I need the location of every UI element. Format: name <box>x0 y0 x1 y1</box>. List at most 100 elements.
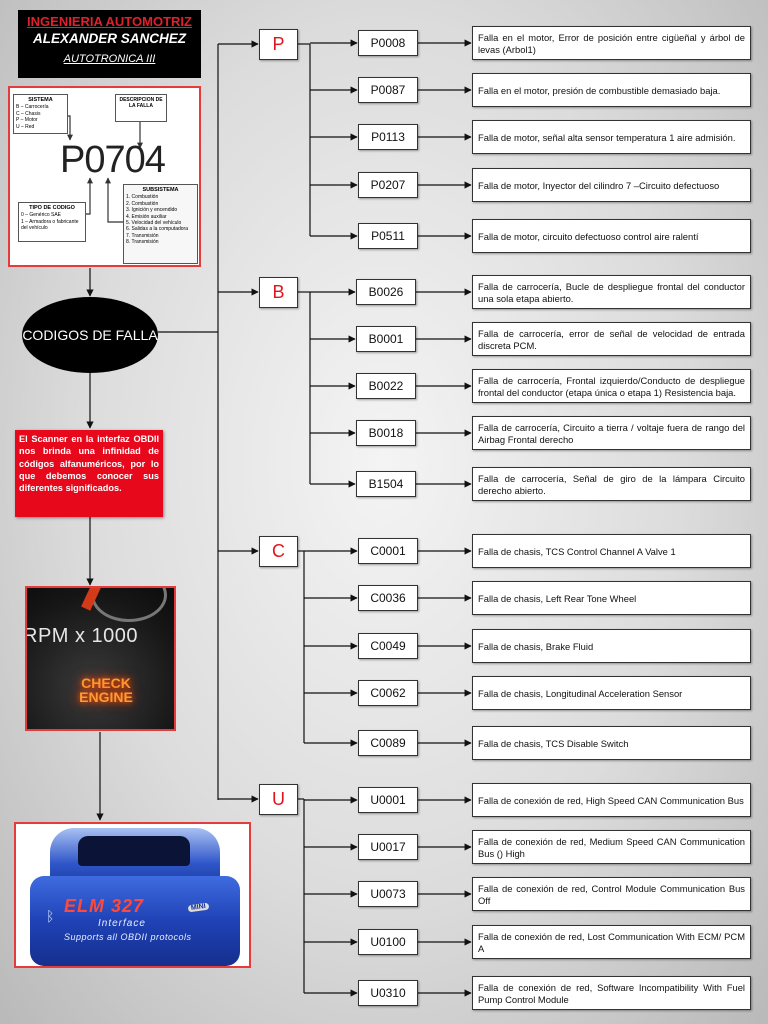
subsistema-item: 4. Emisión auxiliar <box>126 213 167 220</box>
fault-description: Falla de carrocería, error de señal de v… <box>472 322 751 356</box>
fault-description: Falla de chasis, Longitudinal Accelerati… <box>472 676 751 710</box>
category-u: U <box>259 784 298 815</box>
subsistema-item: 8. Transmisión <box>126 239 159 246</box>
tipo-box: TIPO DE CODIGO 0 – Genérico SAE 1 – Arma… <box>18 202 86 242</box>
fault-description-text: Falla de motor, circuito defectuoso cont… <box>478 230 699 242</box>
fault-code-c0036: C0036 <box>358 585 418 611</box>
sistema-item: U – Red <box>16 123 35 130</box>
check-engine-light: CHECK ENGINE <box>79 675 133 705</box>
sistema-box: SISTEMA B – Carrocería C – Chasis P – Mo… <box>13 94 68 134</box>
fault-description-text: Falla de conexión de red, High Speed CAN… <box>478 794 744 806</box>
fault-description: Falla de chasis, TCS Disable Switch <box>472 726 751 760</box>
title-line-1: INGENIERIA AUTOMOTRIZ <box>27 14 192 29</box>
subsistema-item: 2. Combustión <box>126 200 159 207</box>
fault-description-text: Falla de chasis, TCS Disable Switch <box>478 737 629 749</box>
fault-code-p0087: P0087 <box>358 77 418 103</box>
fault-description-text: Falla de conexión de red, Software Incom… <box>478 982 745 1005</box>
fault-description-text: Falla de carrocería, Frontal izquierdo/C… <box>478 375 745 398</box>
sistema-title: SISTEMA <box>28 97 53 103</box>
fault-description-text: Falla de motor, señal alta sensor temper… <box>478 131 736 143</box>
category-b: B <box>259 277 298 308</box>
fault-code-c0062: C0062 <box>358 680 418 706</box>
fault-description-text: Falla de chasis, Left Rear Tone Wheel <box>478 592 637 604</box>
fault-description-text: Falla de carrocería, Circuito a tierra /… <box>478 422 745 445</box>
subsistema-item: 3. Ignición y encendido <box>126 207 178 214</box>
fault-description: Falla de carrocería, Señal de giro de la… <box>472 467 751 501</box>
tipo-title: TIPO DE CODIGO <box>29 205 75 211</box>
fault-code-c0049: C0049 <box>358 633 418 659</box>
fault-code-u0100: U0100 <box>358 929 418 955</box>
fault-description-text: Falla de conexión de red, Control Module… <box>478 883 745 906</box>
elm-support-label: Supports all OBDII protocols <box>64 932 192 942</box>
category-p: P <box>259 29 298 60</box>
tipo-item: 1 – Armadora o fabricante del vehículo <box>21 218 79 232</box>
fault-description-text: Falla de carrocería, Señal de giro de la… <box>478 473 745 496</box>
descripcion-box: DESCRIPCION DE LA FALLA <box>115 94 167 122</box>
fault-code-b1504: B1504 <box>356 471 416 497</box>
fault-code-c0089: C0089 <box>358 730 418 756</box>
fault-description: Falla de chasis, Left Rear Tone Wheel <box>472 581 751 615</box>
elm-port <box>78 836 190 866</box>
fault-code-u0073: U0073 <box>358 881 418 907</box>
fault-code-b0018: B0018 <box>356 420 416 446</box>
fault-description: Falla en el motor, Error de posición ent… <box>472 26 751 60</box>
fault-description-text: Falla de motor, Inyector del cilindro 7 … <box>478 179 720 191</box>
title-line-2: ALEXANDER SANCHEZ <box>32 31 186 46</box>
fault-code-b0022: B0022 <box>356 373 416 399</box>
fault-description-text: Falla de chasis, TCS Control Channel A V… <box>478 545 676 557</box>
subsistema-title: SUBSISTEMA <box>142 187 179 193</box>
fault-description: Falla de conexión de red, Control Module… <box>472 877 751 911</box>
fault-description: Falla de carrocería, Circuito a tierra /… <box>472 416 751 450</box>
title-line-3: AUTOTRONICA III <box>63 53 156 65</box>
fault-description-text: Falla de conexión de red, Medium Speed C… <box>478 836 745 859</box>
fault-description-text: Falla en el motor, Error de posición ent… <box>478 32 745 55</box>
fault-code-p0511: P0511 <box>358 223 418 249</box>
subsistema-item: 7. Transmisión <box>126 232 159 239</box>
elm-brand: ELM 327 <box>64 896 145 916</box>
fault-description: Falla de motor, Inyector del cilindro 7 … <box>472 168 751 202</box>
fault-code-p0008: P0008 <box>358 30 418 56</box>
gauge-ring <box>91 588 167 622</box>
subsistema-box: SUBSISTEMA 1. Combustión 2. Combustión 3… <box>123 184 198 264</box>
bluetooth-icon: ᛒ <box>46 908 55 924</box>
fault-description: Falla de motor, circuito defectuoso cont… <box>472 219 751 253</box>
rpm-label: RPM x 1000 <box>25 625 139 647</box>
fault-description: Falla de chasis, TCS Control Channel A V… <box>472 534 751 568</box>
subsistema-item: 6. Salidas a la computadora <box>126 226 188 233</box>
elm-body <box>30 876 240 966</box>
root-node-codigos-de-falla: CODIGOS DE FALLA <box>22 297 158 373</box>
fault-code-b0026: B0026 <box>356 279 416 305</box>
fault-description: Falla de conexión de red, High Speed CAN… <box>472 783 751 817</box>
fault-code-u0001: U0001 <box>358 787 418 813</box>
scanner-info-box: El Scanner en la interfaz OBDII nos brin… <box>15 430 163 517</box>
code-structure-diagram: SISTEMA B – Carrocería C – Chasis P – Mo… <box>8 86 201 267</box>
fault-description-text: Falla de carrocería, error de señal de v… <box>478 328 745 351</box>
fault-description: Falla de carrocería, Frontal izquierdo/C… <box>472 369 751 403</box>
fault-code-p0113: P0113 <box>358 124 418 150</box>
elm-interface-label: Interface <box>98 918 146 929</box>
tipo-item: 0 – Genérico SAE <box>21 212 62 219</box>
example-code: P0704 <box>60 139 166 181</box>
fault-code-u0310: U0310 <box>358 980 418 1006</box>
fault-description-text: Falla de conexión de red, Lost Communica… <box>478 931 745 954</box>
fault-code-u0017: U0017 <box>358 834 418 860</box>
fault-description: Falla de motor, señal alta sensor temper… <box>472 120 751 154</box>
fault-description: Falla de chasis, Brake Fluid <box>472 629 751 663</box>
sistema-item: P – Motor <box>16 117 38 124</box>
fault-description: Falla de conexión de red, Lost Communica… <box>472 925 751 959</box>
sistema-item: B – Carrocería <box>16 104 49 111</box>
fault-code-b0001: B0001 <box>356 326 416 352</box>
fault-code-p0207: P0207 <box>358 172 418 198</box>
title-block: INGENIERIA AUTOMOTRIZ ALEXANDER SANCHEZ … <box>18 10 201 78</box>
category-c: C <box>259 536 298 567</box>
fault-description-text: Falla de chasis, Brake Fluid <box>478 640 594 652</box>
fault-description: Falla de carrocería, Bucle de despliegue… <box>472 275 751 309</box>
fault-code-c0001: C0001 <box>358 538 418 564</box>
sistema-item: C – Chasis <box>16 110 41 117</box>
fault-description-text: Falla en el motor, presión de combustibl… <box>478 84 721 96</box>
elm327-image: ᛒ ELM 327 MINI Interface Supports all OB… <box>14 822 251 968</box>
fault-description: Falla de conexión de red, Software Incom… <box>472 976 751 1010</box>
explainer-arrows <box>67 115 143 223</box>
fault-description: Falla de conexión de red, Medium Speed C… <box>472 830 751 864</box>
